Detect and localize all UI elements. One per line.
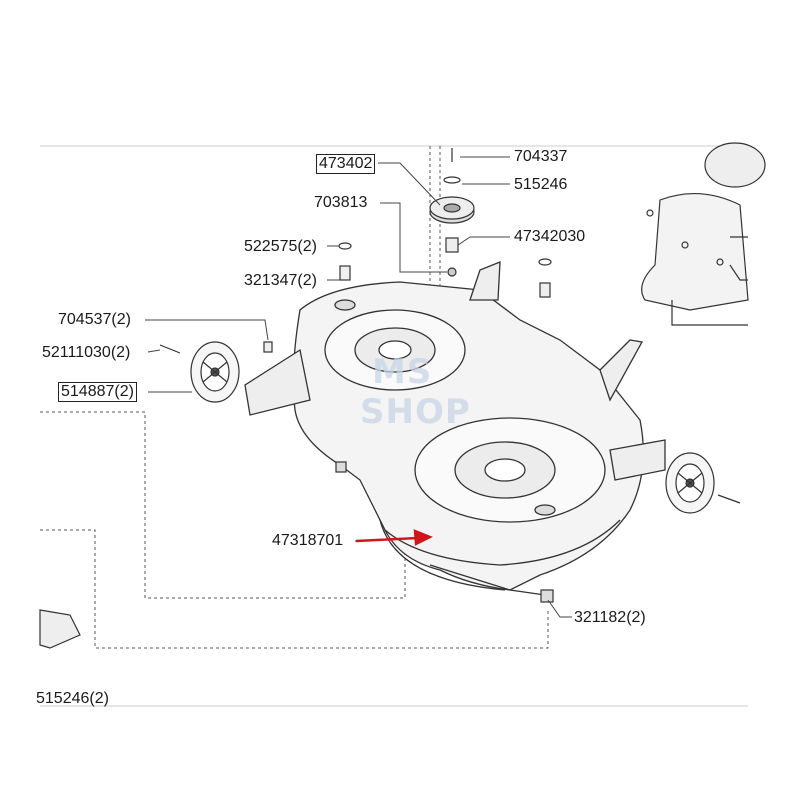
part-label-703813: 703813 bbox=[314, 194, 368, 211]
part-label-514887: 514887(2) bbox=[58, 382, 137, 402]
part-label-522575: 522575(2) bbox=[244, 238, 317, 255]
part-label-515246-x2: 515246(2) bbox=[36, 690, 109, 707]
fasteners-left bbox=[159, 242, 554, 603]
watermark-line1: MS bbox=[372, 352, 433, 392]
red-arrow bbox=[355, 529, 433, 546]
part-label-47342030: 47342030 bbox=[514, 228, 586, 245]
part-label-47318701: 47318701 bbox=[272, 532, 344, 549]
wheel-left bbox=[190, 341, 240, 403]
discharge-chute bbox=[641, 142, 766, 326]
part-label-473402: 473402 bbox=[316, 154, 376, 174]
part-label-321347: 321347(2) bbox=[244, 272, 317, 289]
part-label-515246: 515246 bbox=[514, 176, 568, 193]
part-label-704537: 704537(2) bbox=[58, 311, 131, 328]
mower-deck bbox=[244, 261, 666, 596]
wheel-right bbox=[665, 452, 741, 514]
part-label-321182: 321182(2) bbox=[574, 609, 646, 626]
part-label-704337: 704337 bbox=[514, 148, 568, 165]
blade-fragment bbox=[39, 609, 81, 649]
pulley-stack bbox=[429, 148, 475, 277]
part-label-52111030: 52111030(2) bbox=[42, 344, 131, 361]
watermark-line2: SHOP bbox=[360, 392, 471, 432]
